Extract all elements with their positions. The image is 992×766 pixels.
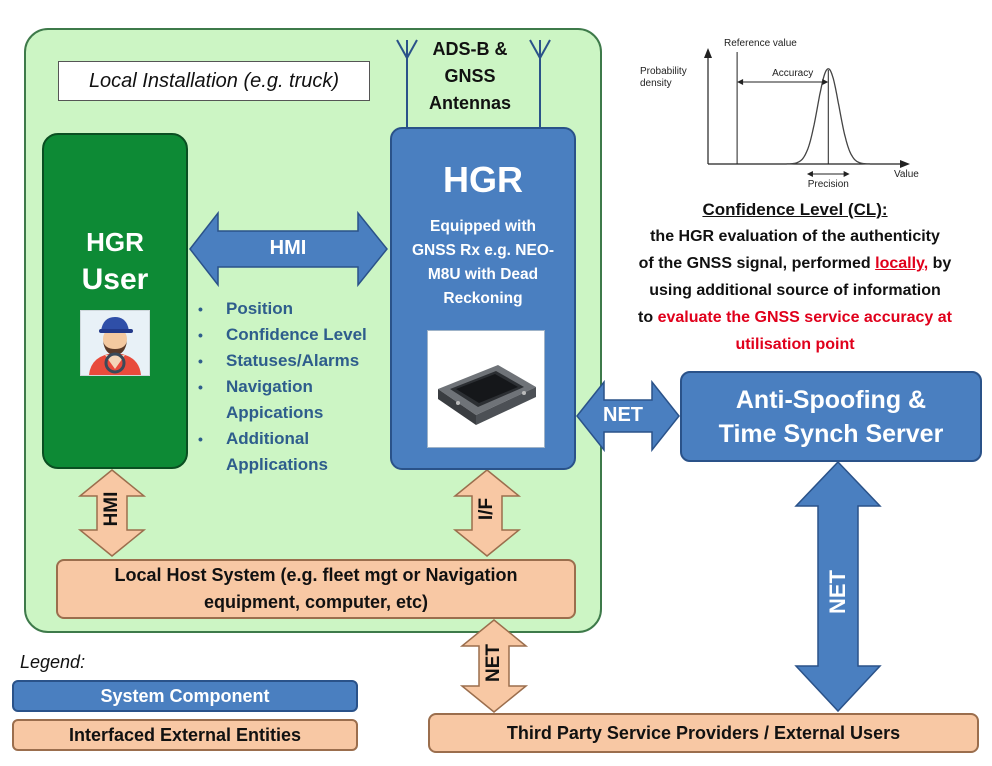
confidence-level-line2-text: of the GNSS signal, performed xyxy=(638,255,871,272)
net-server-vertical-arrow xyxy=(794,460,882,713)
chart-accuracy-arrowhead-left xyxy=(737,79,744,85)
gnss-receiver-device-icon xyxy=(427,330,545,448)
hmi-vertical-arrow xyxy=(77,469,147,557)
feature-item: Additional Applications xyxy=(196,426,386,478)
chart-density-curve xyxy=(785,68,871,165)
server-line2: Time Synch Server xyxy=(718,419,944,448)
local-host-line2: equipment, computer, etc) xyxy=(203,592,429,612)
antenna-left-icon xyxy=(396,39,418,128)
hgr-description-line4: Reckoning xyxy=(443,290,523,307)
chart-precision-arrowhead-left xyxy=(806,171,813,177)
hmi-horizontal-label: HMI xyxy=(269,237,307,259)
chart-ylabel-line2: density xyxy=(640,78,672,89)
hgr-user-box: HGR User xyxy=(42,133,188,469)
confidence-level-line5: utilisation point xyxy=(735,336,855,353)
feature-item: Statuses/Alarms xyxy=(196,348,386,374)
feature-item: Confidence Level xyxy=(196,322,386,348)
local-host-system-box: Local Host System (e.g. fleet mgt or Nav… xyxy=(56,559,576,619)
third-party-providers-box: Third Party Service Providers / External… xyxy=(428,713,979,753)
probability-density-chart: Probability density Value Reference valu… xyxy=(640,38,919,190)
confidence-level-line4-red: evaluate the GNSS service accuracy at xyxy=(657,309,952,326)
antennas-label: ADS-B & GNSS Antennas xyxy=(420,36,520,117)
hgr-description-line2: GNSS Rx e.g. NEO- xyxy=(411,242,555,259)
chart-precision-arrowhead-right xyxy=(843,171,850,177)
chart-x-axis-arrow xyxy=(900,160,910,168)
confidence-level-heading: Confidence Level (CL): xyxy=(702,200,888,219)
antennas-label-line2: GNSS xyxy=(444,66,496,86)
hgr-description-line3: M8U with Dead xyxy=(427,266,539,283)
chart-reference-label: Reference value xyxy=(724,38,797,49)
hgr-user-subtitle: User xyxy=(81,263,149,296)
net-server-vertical-label: NET xyxy=(825,570,850,614)
net-horizontal-arrow xyxy=(576,379,680,453)
interface-vertical-label: I/F xyxy=(476,497,497,521)
antennas-label-line3: Antennas xyxy=(428,93,511,113)
confidence-level-locally: locally, xyxy=(875,255,929,272)
legend-system-component: System Component xyxy=(12,680,358,712)
feature-item: Navigation Appications xyxy=(196,374,386,426)
interface-vertical-arrow xyxy=(452,469,522,557)
confidence-level-line1: the HGR evaluation of the authenticity xyxy=(650,228,940,245)
confidence-level-line3: using additional source of information xyxy=(649,282,941,299)
confidence-level-line2: of the GNSS signal, performed locally, b… xyxy=(598,250,992,277)
net-host-vertical-arrow xyxy=(459,619,529,713)
chart-accuracy-arrowhead-right xyxy=(822,79,829,85)
net-host-vertical-label: NET xyxy=(483,644,504,682)
server-line1: Anti-Spoofing & xyxy=(735,385,927,414)
hgr-title: HGR xyxy=(443,159,523,200)
feature-item: Position xyxy=(196,296,386,322)
hmi-horizontal-arrow xyxy=(189,210,388,288)
legend-interfaced-external: Interfaced External Entities xyxy=(12,719,358,751)
chart-y-axis-arrow xyxy=(704,48,712,58)
hmi-vertical-label: HMI xyxy=(101,491,122,527)
hgr-user-title: HGR xyxy=(86,227,144,257)
confidence-level-line4-text: to xyxy=(638,309,654,326)
hgr-description: Equipped with GNSS Rx e.g. NEO- M8U with… xyxy=(402,215,564,311)
chart-precision-label: Precision xyxy=(808,179,849,190)
antenna-right-icon xyxy=(529,39,551,128)
driver-icon xyxy=(80,310,150,376)
confidence-level-line4: to evaluate the GNSS service accuracy at xyxy=(598,304,992,331)
antennas-label-line1: ADS-B & xyxy=(432,39,508,59)
confidence-level-description: Confidence Level (CL): the HGR evaluatio… xyxy=(598,196,992,358)
hgr-description-line1: Equipped with xyxy=(430,218,536,235)
local-installation-label: Local Installation (e.g. truck) xyxy=(58,61,370,101)
chart-xlabel: Value xyxy=(894,169,919,180)
confidence-level-line2-tail: by xyxy=(932,255,952,272)
net-horizontal-label: NET xyxy=(603,404,643,426)
chart-accuracy-label: Accuracy xyxy=(772,68,813,79)
chart-ylabel-line1: Probability xyxy=(640,66,687,77)
local-host-line1: Local Host System (e.g. fleet mgt or Nav… xyxy=(114,565,518,585)
legend-title: Legend: xyxy=(20,652,86,672)
hmi-feature-list: Position Confidence Level Statuses/Alarm… xyxy=(196,296,386,478)
anti-spoofing-server-box: Anti-Spoofing & Time Synch Server xyxy=(680,371,982,462)
